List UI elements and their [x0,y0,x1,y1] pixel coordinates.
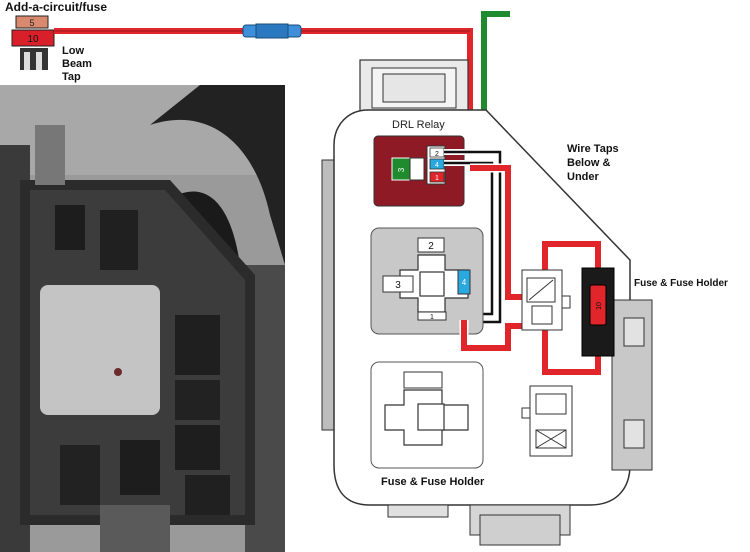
drl-relay-label: DRL Relay [392,119,445,131]
tap-label-line3: Tap [62,71,81,83]
wire-taps-line1: Wire Taps [567,143,619,155]
socket-pin-4: 4 [462,278,467,287]
page-title: Add-a-circuit/fuse [5,0,108,14]
socket-pin-3: 3 [395,280,401,291]
relay-pin-2: 2 [435,151,439,158]
inline-fuse-value: 10 [596,302,603,310]
fuse-holder-right: 10 [581,267,615,357]
relay-pin-1: 1 [435,175,439,182]
fuse-box-photo [0,85,285,552]
socket-pin-2: 2 [428,241,434,252]
fuse-holder-right-label: Fuse & Fuse Holder [634,278,728,289]
tap-label-line2: Beam [62,58,92,70]
fuse-holder-bottom-label: Fuse & Fuse Holder [381,476,485,488]
socket-pin-1: 1 [430,314,434,321]
tap-connector-upper [521,269,571,331]
add-a-circuit-tap: 5 10 [11,15,55,70]
relay-socket: 2 3 4 1 [370,227,484,335]
low-beam-tap-label: Low Beam Tap [62,45,92,84]
fuse-socket-bottom [370,361,484,469]
tap-fuse-top-value: 5 [29,18,34,28]
relay-pin-3: 3 [397,167,406,172]
wire-taps-label: Wire Taps Below & Under [567,142,619,184]
relay-pin-4: 4 [435,162,439,169]
wire-taps-line2: Below & [567,157,611,169]
wire-taps-line3: Under [567,171,599,183]
tap-connector-lower [521,385,573,457]
tap-fuse-bottom-value: 10 [27,34,39,45]
tap-label-line1: Low [62,45,84,57]
